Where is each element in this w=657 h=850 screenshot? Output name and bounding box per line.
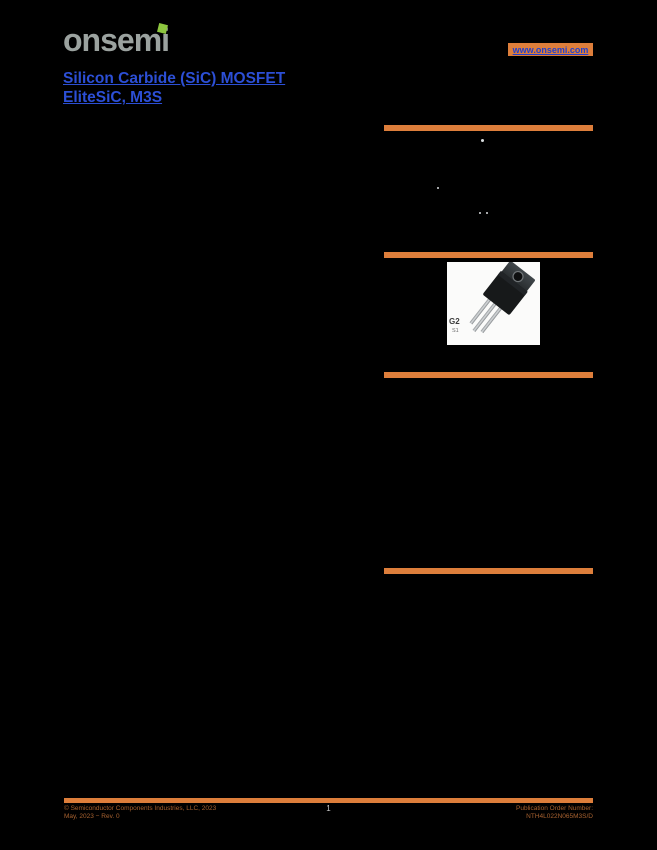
text-artifact-dot	[479, 212, 481, 214]
website-link[interactable]: www.onsemi.com	[508, 43, 593, 56]
transistor-package-image	[469, 262, 535, 334]
footer-copyright-line2: May, 2023 − Rev. 0	[64, 813, 120, 820]
section-divider-bar	[384, 252, 593, 258]
footer-copyright: © Semiconductor Components Industries, L…	[64, 805, 216, 821]
page-number: 1	[326, 804, 331, 813]
text-artifact-dot	[481, 139, 484, 142]
website-link-label: www.onsemi.com	[512, 44, 589, 55]
section-divider-bar	[384, 372, 593, 378]
section-divider-bar	[384, 568, 593, 574]
section-divider-bar	[384, 125, 593, 131]
footer-pub-number: NTH4L022N065M3S/D	[526, 813, 593, 820]
case-label: S1	[452, 328, 459, 334]
title-link-line2[interactable]: EliteSiC, M3S	[63, 89, 163, 106]
footer-pub-label: Publication Order Number:	[516, 805, 593, 812]
footer-copyright-line1: © Semiconductor Components Industries, L…	[64, 805, 217, 812]
package-body	[483, 271, 527, 315]
footer-publication: Publication Order Number: NTH4L022N065M3…	[516, 805, 593, 821]
lead-2	[472, 299, 499, 332]
package-photo: G2 S1	[447, 262, 540, 345]
mounting-hole-icon	[512, 270, 524, 283]
text-artifact-dot	[437, 187, 439, 189]
pin-label: G2	[449, 317, 460, 326]
lead-3	[480, 304, 505, 334]
lead-1	[469, 295, 494, 325]
page-title: Silicon Carbide (SiC) MOSFET EliteSiC, M…	[63, 69, 285, 107]
title-link-line1[interactable]: Silicon Carbide (SiC) MOSFET	[63, 70, 286, 87]
onsemi-logo: onsemi	[63, 22, 170, 58]
text-artifact-dot	[486, 212, 488, 214]
footer-divider-bar	[64, 798, 593, 803]
